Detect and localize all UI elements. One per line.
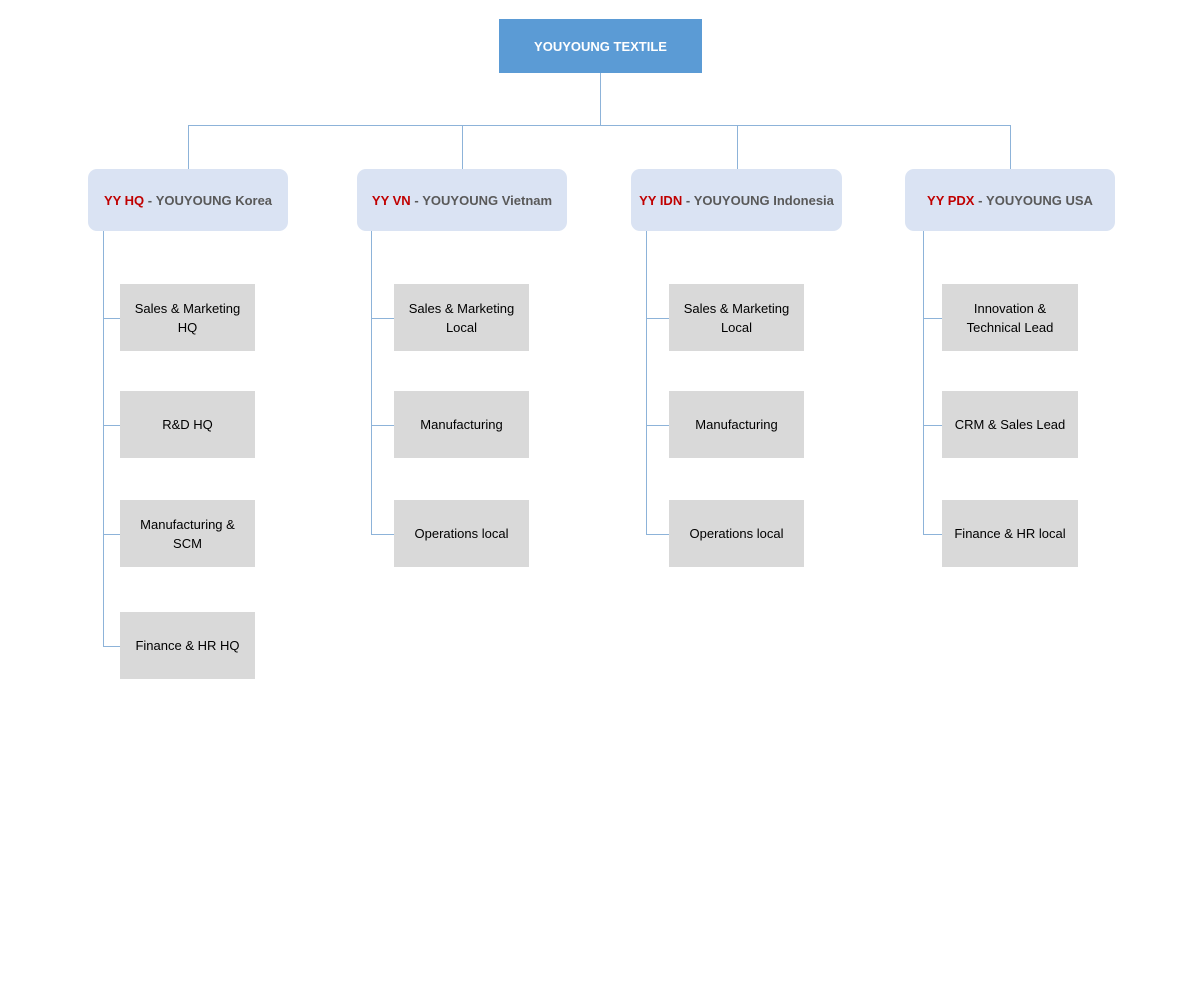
branch-code: YY IDN bbox=[639, 192, 683, 208]
unit-stub-connector bbox=[646, 425, 669, 426]
unit-node-label: R&D HQ bbox=[162, 417, 213, 432]
unit-node: Innovation & Technical Lead bbox=[942, 284, 1078, 351]
branch-drop-connector bbox=[188, 125, 189, 169]
unit-stub-connector bbox=[103, 425, 120, 426]
unit-node: Sales & Marketing HQ bbox=[120, 284, 255, 351]
unit-node-label: Operations local bbox=[414, 526, 509, 541]
branch-drop-connector bbox=[737, 125, 738, 169]
unit-node: Operations local bbox=[669, 500, 804, 567]
unit-stub-connector bbox=[371, 534, 394, 535]
branch-separator: - bbox=[410, 192, 423, 208]
unit-node-label: Finance & HR HQ bbox=[135, 638, 240, 653]
unit-node: Sales & Marketing Local bbox=[394, 284, 529, 351]
branch-node: YY PDX - YOUYOUNG USA bbox=[905, 169, 1115, 231]
unit-node: Manufacturing & SCM bbox=[120, 500, 255, 567]
unit-stub-connector bbox=[923, 425, 942, 426]
unit-node: Operations local bbox=[394, 500, 529, 567]
branch-name: YOUYOUNG Indonesia bbox=[693, 192, 834, 208]
unit-node-label: Manufacturing & SCM bbox=[140, 516, 235, 551]
unit-node-label: Operations local bbox=[689, 526, 784, 541]
unit-node-label: CRM & Sales Lead bbox=[954, 417, 1066, 432]
branch-code: YY HQ bbox=[103, 192, 145, 208]
branch-code: YY PDX bbox=[927, 192, 975, 208]
unit-spine-connector bbox=[923, 231, 924, 535]
branch-name: YOUYOUNG USA bbox=[986, 192, 1093, 208]
unit-stub-connector bbox=[371, 318, 394, 319]
unit-node-label: Innovation & Technical Lead bbox=[966, 300, 1054, 335]
unit-node: Manufacturing bbox=[394, 391, 529, 458]
unit-node: R&D HQ bbox=[120, 391, 255, 458]
unit-stub-connector bbox=[646, 534, 669, 535]
unit-spine-connector bbox=[646, 231, 647, 535]
unit-spine-connector bbox=[371, 231, 372, 535]
unit-node-label: Sales & Marketing Local bbox=[683, 300, 790, 335]
root-node-label: YOUYOUNG TEXTILE bbox=[534, 38, 667, 54]
unit-stub-connector bbox=[371, 425, 394, 426]
branch-separator: - bbox=[682, 192, 694, 208]
branch-drop-connector bbox=[1010, 125, 1011, 169]
unit-stub-connector bbox=[103, 646, 120, 647]
unit-stub-connector bbox=[103, 318, 120, 319]
root-connector bbox=[600, 73, 601, 125]
unit-node-label: Sales & Marketing Local bbox=[408, 300, 515, 335]
branch-bus-connector bbox=[188, 125, 1011, 126]
branch-separator: - bbox=[974, 192, 987, 208]
unit-node: Manufacturing bbox=[669, 391, 804, 458]
unit-stub-connector bbox=[103, 534, 120, 535]
unit-node-label: Manufacturing bbox=[420, 417, 503, 432]
branch-drop-connector bbox=[462, 125, 463, 169]
branch-separator: - bbox=[144, 192, 156, 208]
unit-spine-connector bbox=[103, 231, 104, 647]
branch-code: YY VN bbox=[371, 192, 411, 208]
unit-node: Finance & HR local bbox=[942, 500, 1078, 567]
unit-stub-connector bbox=[646, 318, 669, 319]
unit-node: Finance & HR HQ bbox=[120, 612, 255, 679]
unit-node-label: Manufacturing bbox=[695, 417, 778, 432]
branch-name: YOUYOUNG Vietnam bbox=[422, 192, 553, 208]
unit-stub-connector bbox=[923, 318, 942, 319]
branch-node: YY HQ - YOUYOUNG Korea bbox=[88, 169, 288, 231]
unit-node-label: Sales & Marketing HQ bbox=[134, 300, 241, 335]
unit-node: CRM & Sales Lead bbox=[942, 391, 1078, 458]
branch-node: YY VN - YOUYOUNG Vietnam bbox=[357, 169, 567, 231]
unit-node-label: Finance & HR local bbox=[954, 526, 1066, 541]
branch-node: YY IDN - YOUYOUNG Indonesia bbox=[631, 169, 842, 231]
root-node: YOUYOUNG TEXTILE bbox=[499, 19, 702, 73]
unit-stub-connector bbox=[923, 534, 942, 535]
unit-node: Sales & Marketing Local bbox=[669, 284, 804, 351]
branch-name: YOUYOUNG Korea bbox=[155, 192, 273, 208]
